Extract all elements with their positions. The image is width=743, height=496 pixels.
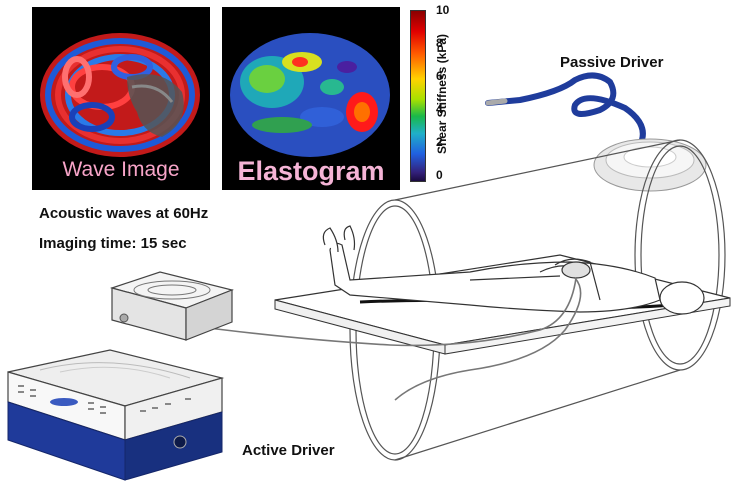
acoustic-waves-label: Acoustic waves at 60Hz [39, 205, 208, 222]
active-driver-console [8, 350, 222, 480]
imaging-time-label: Imaging time: 15 sec [39, 235, 187, 252]
active-driver-speaker-box [112, 272, 232, 340]
passive-driver-label: Passive Driver [560, 54, 663, 71]
active-driver-label: Active Driver [242, 442, 335, 459]
